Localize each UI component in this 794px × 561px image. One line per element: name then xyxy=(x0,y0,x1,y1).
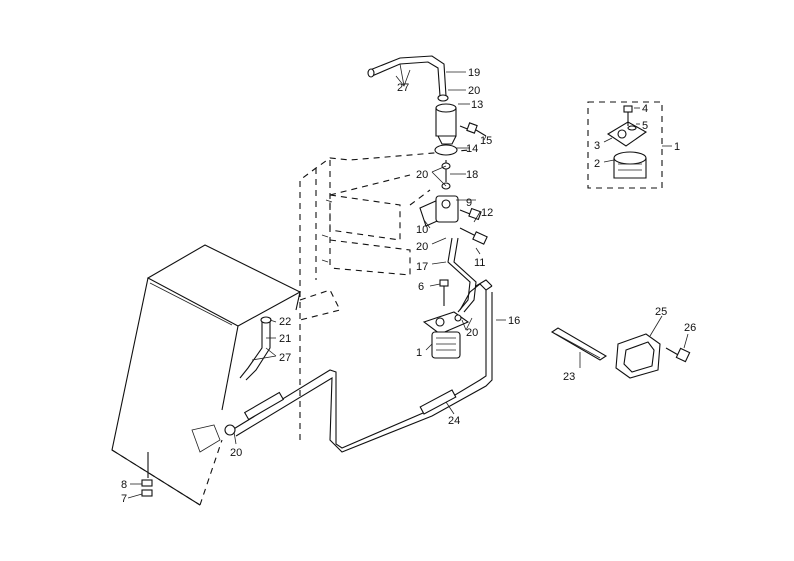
callout-25: 25 xyxy=(655,306,667,318)
callout-22: 22 xyxy=(279,316,291,328)
callout-23: 23 xyxy=(563,371,575,383)
callout-16: 16 xyxy=(508,315,520,327)
callout-1-filter: 1 xyxy=(416,347,422,359)
callout-20-pump: 20 xyxy=(416,241,428,253)
callout-26: 26 xyxy=(684,322,696,334)
callout-27-top: 27 xyxy=(397,82,409,94)
callout-20-filter: 20 xyxy=(466,327,478,339)
callout-14: 14 xyxy=(466,143,478,155)
callout-21: 21 xyxy=(279,333,291,345)
callout-15: 15 xyxy=(480,135,492,147)
bracket-25 xyxy=(615,333,661,379)
top-hose xyxy=(367,55,447,97)
hose-17 xyxy=(447,237,477,313)
drain-parts-7-8 xyxy=(141,452,153,497)
strap-23 xyxy=(550,327,608,361)
callout-12: 12 xyxy=(481,207,493,219)
callout-20-top: 20 xyxy=(468,85,480,97)
tank-outlet-hose xyxy=(239,316,272,381)
callout-5: 5 xyxy=(642,120,648,132)
bolt-26 xyxy=(665,347,691,363)
drain-plug xyxy=(224,424,236,436)
fuel-cock xyxy=(419,195,488,245)
callout-20-drain: 20 xyxy=(230,447,242,459)
callout-4: 4 xyxy=(642,103,648,115)
callout-3: 3 xyxy=(594,140,600,152)
fuel-tank xyxy=(111,244,302,506)
hose-clamp-top xyxy=(437,94,449,102)
callout-11: 11 xyxy=(474,257,485,269)
callout-18: 18 xyxy=(466,169,478,181)
callout-10: 10 xyxy=(416,224,428,236)
callout-13: 13 xyxy=(471,99,483,111)
bolt-6 xyxy=(439,279,449,306)
callout-7: 7 xyxy=(121,493,127,505)
filter-inset-box xyxy=(587,101,663,189)
fuel-line-24 xyxy=(231,285,493,453)
callout-20-mid: 20 xyxy=(416,169,428,181)
callout-2: 2 xyxy=(594,158,600,170)
banjo-parts xyxy=(441,160,451,190)
callout-1-inset: 1 xyxy=(674,141,680,153)
callout-17: 17 xyxy=(416,261,428,273)
engine-block-outline xyxy=(299,149,471,440)
callout-9: 9 xyxy=(466,197,472,209)
sediment-bowl xyxy=(434,103,487,156)
callout-19: 19 xyxy=(468,67,480,79)
fuel-filter-assembly xyxy=(422,311,470,359)
callout-8: 8 xyxy=(121,479,127,491)
callout-6: 6 xyxy=(418,281,424,293)
leader-lines xyxy=(127,63,689,499)
callout-24: 24 xyxy=(448,415,460,427)
callout-27-tank: 27 xyxy=(279,352,291,364)
callout-labels: 27 19 20 13 15 14 20 18 9 12 10 20 11 17… xyxy=(121,67,696,505)
